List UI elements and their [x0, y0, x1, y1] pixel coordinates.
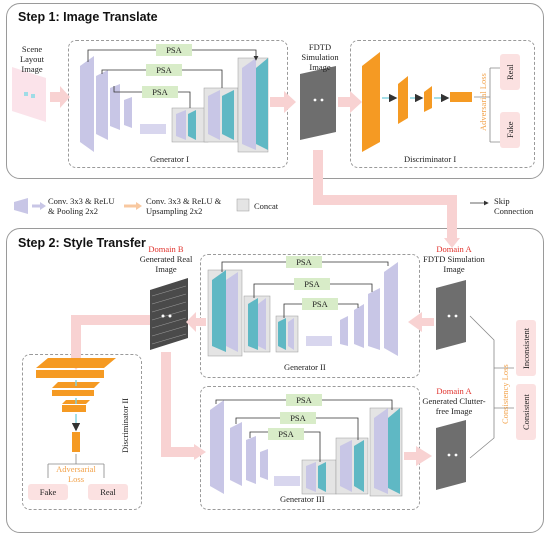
scene-layout-label: Scene Layout Image	[19, 44, 45, 74]
real-box-1: Real	[500, 54, 520, 90]
consistency-loss-label: Consistency Loss	[500, 364, 510, 424]
inconsistent-box: Inconsistent	[516, 320, 536, 376]
psa-g2-1: PSA	[286, 256, 322, 268]
psa-g1-3: PSA	[142, 86, 178, 98]
psa-g2-3: PSA	[302, 298, 338, 310]
fake-box-2: Fake	[28, 484, 68, 500]
generator3-blocks	[210, 400, 403, 497]
legend-shapes	[14, 198, 489, 214]
discriminator1-label: Discriminator I	[404, 154, 457, 164]
fdtd-label-step2: FDTD Simulation Image	[423, 254, 485, 274]
discriminator2-layers	[36, 358, 116, 452]
consistent-box: Consistent	[516, 384, 536, 440]
psa-g1-2: PSA	[146, 64, 182, 76]
generator1-label: Generator I	[150, 154, 189, 164]
generated-clutter-free-image	[436, 420, 466, 490]
generator3-box	[200, 386, 420, 510]
generator2-label: Generator II	[284, 362, 326, 372]
legend-conv-up: Conv. 3x3 & ReLU & Upsampling 2x2	[146, 196, 222, 216]
fdtd-image-step1	[300, 66, 336, 140]
discriminator2-box	[22, 354, 142, 510]
generated-clutter-label: Generated Clutter-free Image	[422, 396, 486, 416]
adversarial-loss-label-2: Adversarial Loss	[56, 464, 96, 484]
generator3-label: Generator III	[280, 494, 325, 504]
psa-g3-2: PSA	[280, 412, 316, 424]
fake-box-1: Fake	[500, 112, 520, 148]
discriminator2-label: Discriminator II	[120, 398, 130, 454]
domain-a-top-label: Domain A	[436, 244, 472, 254]
scene-layout-image	[12, 67, 46, 122]
generated-real-image	[150, 278, 188, 350]
step1-panel	[6, 3, 544, 179]
adversarial-loss-label-1: Adversarial Loss	[478, 73, 488, 131]
generator2-blocks	[207, 262, 398, 357]
generated-real-label: Generated Real Image	[139, 254, 193, 274]
domain-a-bottom-label: Domain A	[436, 386, 472, 396]
legend-conv-pool: Conv. 3x3 & ReLU & Pooling 2x2	[48, 196, 115, 216]
step2-title: Step 2: Style Transfer	[18, 236, 146, 250]
fdtd-image-step2	[436, 280, 466, 350]
psa-g1-1: PSA	[156, 44, 192, 56]
step1-title: Step 1: Image Translate	[18, 10, 158, 24]
step2-panel	[6, 228, 544, 533]
legend-concat: Concat	[254, 201, 279, 211]
discriminator1-layers	[362, 52, 472, 152]
psa-g3-1: PSA	[286, 394, 322, 406]
real-box-2: Real	[88, 484, 128, 500]
psa-g3-3: PSA	[268, 428, 304, 440]
fdtd-label-step1: FDTD Simulation Image	[301, 42, 339, 72]
generator1-encoder	[80, 56, 166, 152]
arrow-scene-to-gen1	[50, 86, 70, 108]
domain-b-label: Domain B	[148, 244, 184, 254]
psa-g2-2: PSA	[294, 278, 330, 290]
generator1-decoder	[171, 57, 269, 153]
legend-skip: Skip Connection	[494, 196, 534, 216]
